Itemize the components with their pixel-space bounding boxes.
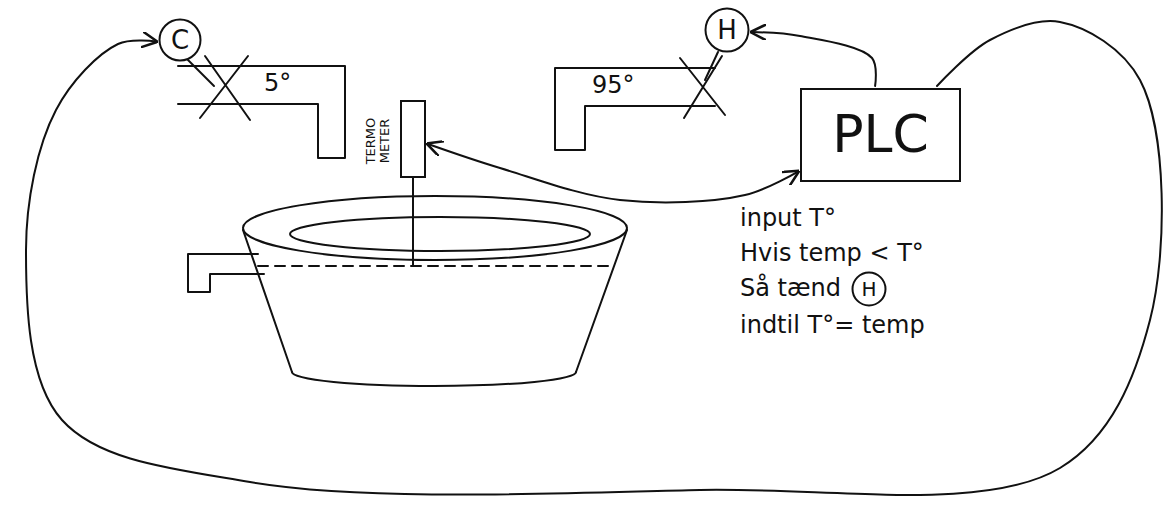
- connector: [752, 32, 876, 86]
- valve-circle: H: [704, 7, 750, 53]
- connector: [428, 144, 798, 202]
- hot-valve-wire: [705, 52, 718, 80]
- bowl-inner-rim: [290, 217, 590, 251]
- cold-tap: [178, 66, 345, 158]
- thermometer-stem: [412, 178, 414, 266]
- bowl-sides: [243, 230, 627, 372]
- circle-outline: [853, 272, 886, 305]
- connector: [26, 21, 1162, 495]
- temperature-label: 5°: [262, 70, 293, 98]
- logic-note: input T°: [738, 205, 838, 233]
- cold-valve-wire: [186, 58, 214, 86]
- thermometer: TERMO METER: [400, 100, 426, 178]
- logic-note: Så tænd: [738, 275, 843, 303]
- hot-valve-mark: [680, 56, 725, 118]
- circle-outline: [706, 9, 749, 52]
- circle-outline: [160, 20, 201, 61]
- valve-reference-circle: H: [851, 271, 887, 307]
- temperature-label: 95°: [590, 72, 637, 100]
- hot-tap: [555, 68, 715, 150]
- water-line: [258, 265, 612, 267]
- logic-note: indtil T°= temp: [738, 312, 927, 340]
- bowl-bottom: [292, 372, 576, 386]
- cold-valve-mark: [200, 56, 250, 120]
- valve-circle: C: [158, 18, 202, 62]
- thermometer-label: TERMO METER: [364, 111, 393, 171]
- node-text: PLC: [832, 106, 929, 163]
- logic-note: Hvis temp < T°: [738, 240, 926, 268]
- bowl-rim: [243, 196, 627, 260]
- node-text: H: [717, 16, 737, 45]
- plc-box: PLC: [800, 88, 961, 182]
- node-text: C: [171, 26, 189, 55]
- drain-spout: [188, 254, 264, 292]
- node-text: H: [861, 278, 876, 300]
